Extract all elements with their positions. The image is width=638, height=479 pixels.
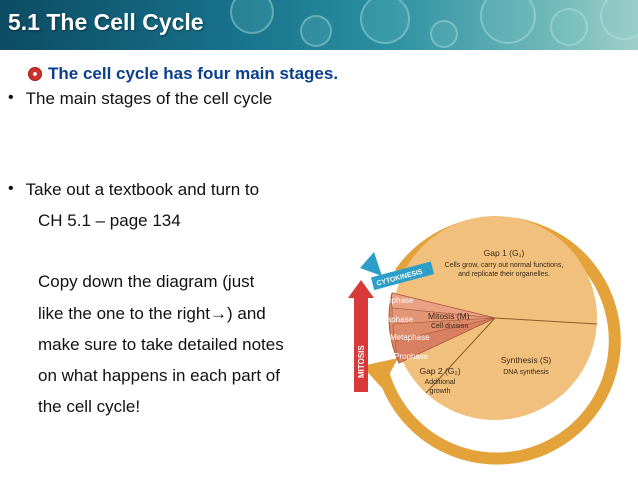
synthesis-divider: [494, 317, 598, 325]
bullet-text: The main stages of the cell cycle: [25, 89, 273, 108]
phase-label-telophase: Telophase: [377, 296, 414, 305]
bullet-item: • Take out a textbook and turn to: [8, 180, 259, 200]
mitosis-arrowhead: [348, 280, 374, 298]
slide-header: 5.1 The Cell Cycle: [0, 0, 638, 50]
interphase-arrowhead: [362, 358, 398, 388]
subheading-text: The cell cycle has four main stages.: [48, 64, 339, 83]
gap1-desc-line: and replicate their organelles.: [458, 271, 550, 278]
gap1-title: Gap 1 (G₁): [484, 248, 525, 258]
synthesis-desc: DNA synthesis: [503, 369, 549, 376]
gap2-title: Gap 2 (G₂): [419, 366, 460, 376]
instruction-line: on what happens in each part of: [38, 366, 280, 385]
phase-label-metaphase: Metaphase: [390, 333, 430, 342]
instruction-line: Copy down the diagram (just: [38, 272, 255, 291]
instruction-line: the cell cycle!: [38, 397, 141, 416]
instruction-line: like the one to the right→) and: [38, 304, 266, 323]
interphase-label: INTERPHASE: [472, 194, 549, 216]
gap1-desc-line: Cells grow, carry out normal functions,: [445, 262, 564, 269]
target-bullet-icon: [28, 67, 42, 81]
mitosis-arrow-bar: [354, 296, 368, 392]
mitosis-desc: Cell division: [431, 323, 468, 330]
mitosis-arrow-label: MITOSIS: [357, 345, 366, 378]
cytokinesis-arrowhead: [360, 252, 382, 276]
bullet-text: Take out a textbook and turn to: [25, 180, 260, 199]
synthesis-title: Synthesis (S): [501, 355, 552, 365]
bullet-item: • The main stages of the cell cycle: [8, 89, 272, 109]
bullet-marker: •: [8, 89, 14, 106]
chapter-reference: CH 5.1 – page 134: [38, 211, 181, 230]
mitosis-title: Mitosis (M): [428, 311, 470, 321]
subheading: The cell cycle has four main stages.: [28, 64, 338, 84]
instruction-line: make sure to take detailed notes: [38, 335, 284, 354]
gap2-divider: [425, 317, 496, 394]
bullet-marker: •: [8, 180, 14, 197]
phase-label-anaphase: Anaphase: [377, 315, 414, 324]
gap2-desc-line: growth: [429, 388, 450, 395]
gap2-desc-line: Additional: [425, 379, 456, 386]
header-background-cells: [0, 0, 638, 50]
cell-cycle-diagram: INTERPHASE Telophase Anaphase Metaphase …: [348, 194, 621, 465]
prophase-segment: [394, 317, 496, 364]
phase-label-prophase: Prophase: [394, 352, 429, 361]
slide-title: 5.1 The Cell Cycle: [8, 9, 204, 35]
